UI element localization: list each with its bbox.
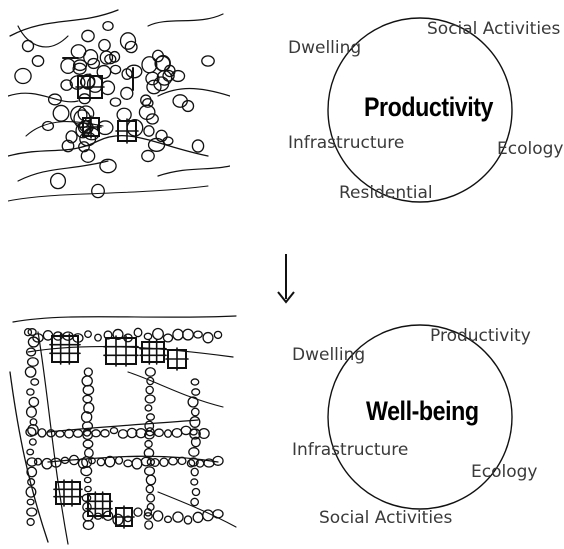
bottom-diagram: Productivity Dwelling Well-being Infrast… xyxy=(280,318,564,538)
bottom-label-infrastructure: Infrastructure xyxy=(292,440,409,460)
bottom-label-ecology: Ecology xyxy=(471,462,538,482)
top-label-residential: Residential xyxy=(339,183,433,203)
sketch-bottom-drawing xyxy=(9,315,237,545)
top-center-title: Productivity xyxy=(364,92,494,122)
bottom-label-social-activities: Social Activities xyxy=(319,508,453,528)
top-diagram: Social Activities Dwelling Productivity … xyxy=(280,10,564,210)
sketch-top-drawing xyxy=(8,9,230,202)
arrow-down-icon xyxy=(275,252,297,304)
top-sketch xyxy=(8,6,230,206)
top-label-infrastructure: Infrastructure xyxy=(288,133,405,153)
bottom-label-dwelling: Dwelling xyxy=(292,345,366,365)
bottom-label-productivity: Productivity xyxy=(430,326,531,346)
bottom-circle xyxy=(327,324,513,510)
top-circle xyxy=(327,17,513,203)
top-label-ecology: Ecology xyxy=(497,139,564,159)
top-label-social-activities: Social Activities xyxy=(427,19,561,39)
bottom-sketch xyxy=(8,312,240,546)
top-label-dwelling: Dwelling xyxy=(288,38,362,58)
bottom-center-title: Well-being xyxy=(366,396,479,426)
